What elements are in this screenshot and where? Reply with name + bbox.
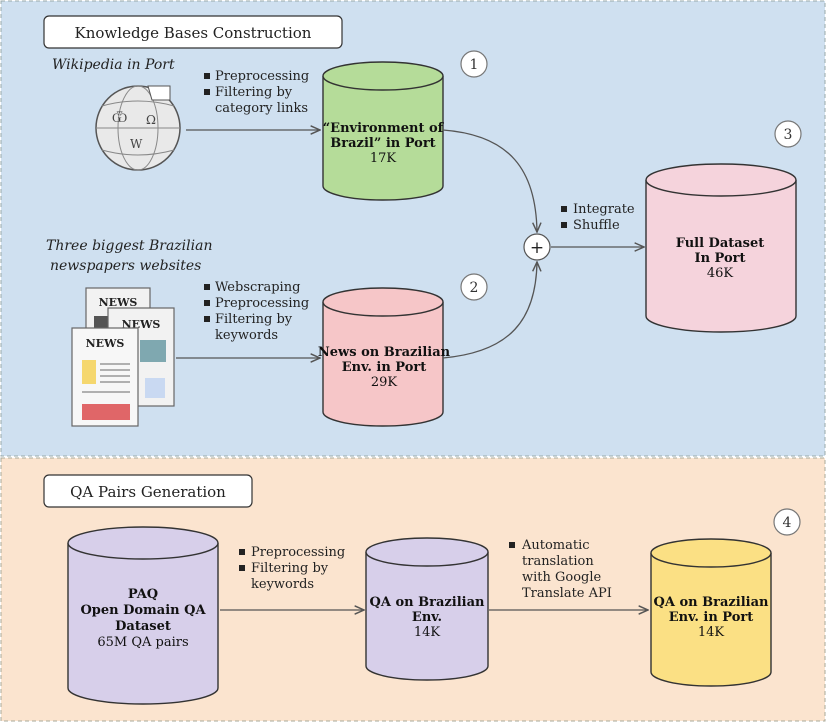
svg-text:Filtering by: Filtering by	[251, 561, 329, 576]
newspapers-icon: NEWS NEWS NEWS	[71, 287, 175, 427]
svg-text:Brazil” in Port: Brazil” in Port	[330, 136, 435, 151]
svg-text:+: +	[530, 238, 544, 258]
svg-text:46K: 46K	[707, 266, 734, 281]
svg-text:14K: 14K	[414, 625, 441, 640]
qa-section-title: QA Pairs Generation	[70, 483, 226, 501]
svg-text:Automatic: Automatic	[521, 538, 590, 553]
svg-text:3: 3	[784, 127, 793, 143]
svg-text:“Environment of: “Environment of	[323, 121, 445, 136]
step-badge-2: 2	[460, 273, 488, 301]
svg-text:keywords: keywords	[251, 577, 314, 592]
svg-text:65M QA pairs: 65M QA pairs	[97, 635, 188, 650]
svg-text:NEWS: NEWS	[99, 296, 138, 309]
svg-text:Full Dataset: Full Dataset	[676, 236, 765, 251]
translate-step-list: Automatic translation with Google Transl…	[509, 538, 612, 601]
svg-text:Ω: Ω	[146, 113, 156, 127]
qa-env-database: QA on Brazilian Env. 14K	[365, 537, 489, 681]
svg-text:PAQ: PAQ	[128, 587, 158, 602]
svg-text:category links: category links	[215, 101, 308, 116]
paq-database: PAQ Open Domain QA Dataset 65M QA pairs	[67, 526, 219, 705]
svg-text:Filtering by: Filtering by	[215, 312, 293, 327]
svg-text:Open Domain QA: Open Domain QA	[80, 603, 206, 618]
svg-text:Translate API: Translate API	[522, 586, 612, 601]
svg-text:NEWS: NEWS	[86, 337, 125, 350]
svg-text:QA on Brazilian: QA on Brazilian	[370, 595, 485, 610]
svg-text:Webscraping: Webscraping	[215, 280, 300, 295]
svg-text:Ѿ: Ѿ	[112, 111, 127, 126]
svg-text:Filtering by: Filtering by	[215, 85, 293, 100]
svg-text:Env. in Port: Env. in Port	[669, 610, 754, 625]
step-badge-4: 4	[773, 508, 801, 536]
wikipedia-globe-icon: Ѿ W Ω	[95, 85, 181, 171]
kb-section-title: Knowledge Bases Construction	[75, 24, 312, 42]
svg-text:Env. in Port: Env. in Port	[342, 360, 427, 375]
merge-step-list: Integrate Shuffle	[561, 202, 635, 233]
svg-text:Shuffle: Shuffle	[573, 218, 620, 233]
paq-step-list: Preprocessing Filtering by keywords	[239, 545, 345, 592]
step-badge-1: 1	[460, 50, 488, 78]
news-source-label-2: newspapers websites	[50, 258, 201, 274]
merge-plus-node: +	[523, 233, 551, 261]
svg-text:Preprocessing: Preprocessing	[215, 69, 309, 84]
full-dataset-database: Full Dataset In Port 46K	[645, 163, 797, 333]
svg-text:Env.: Env.	[412, 610, 442, 625]
svg-text:QA on Brazilian: QA on Brazilian	[654, 595, 769, 610]
wikipedia-source-label: Wikipedia in Port	[52, 57, 175, 73]
svg-text:News on Brazilian: News on Brazilian	[318, 345, 451, 360]
svg-text:14K: 14K	[698, 625, 725, 640]
svg-text:Integrate: Integrate	[573, 202, 635, 217]
svg-text:2: 2	[470, 280, 479, 296]
svg-text:translation: translation	[522, 554, 594, 569]
svg-text:29K: 29K	[371, 375, 398, 390]
svg-text:keywords: keywords	[215, 328, 278, 343]
svg-text:Preprocessing: Preprocessing	[215, 296, 309, 311]
svg-text:Dataset: Dataset	[115, 619, 171, 634]
news-source-label-1: Three biggest Brazilian	[46, 238, 212, 254]
step-badge-3: 3	[774, 120, 802, 148]
svg-text:Preprocessing: Preprocessing	[251, 545, 345, 560]
wiki-step-list: Preprocessing Filtering by category link…	[204, 69, 309, 116]
svg-text:4: 4	[783, 515, 792, 531]
qa-env-port-database: QA on Brazilian Env. in Port 14K	[650, 538, 772, 687]
news-env-database: News on Brazilian Env. in Port 29K	[318, 287, 451, 427]
svg-text:In Port: In Port	[694, 251, 745, 266]
svg-text:17K: 17K	[370, 151, 397, 166]
svg-text:W: W	[130, 137, 143, 151]
news-step-list: Webscraping Preprocessing Filtering by k…	[204, 280, 309, 343]
env-brazil-database: “Environment of Brazil” in Port 17K	[322, 61, 445, 201]
svg-text:1: 1	[470, 57, 479, 73]
svg-text:with Google: with Google	[522, 570, 602, 585]
